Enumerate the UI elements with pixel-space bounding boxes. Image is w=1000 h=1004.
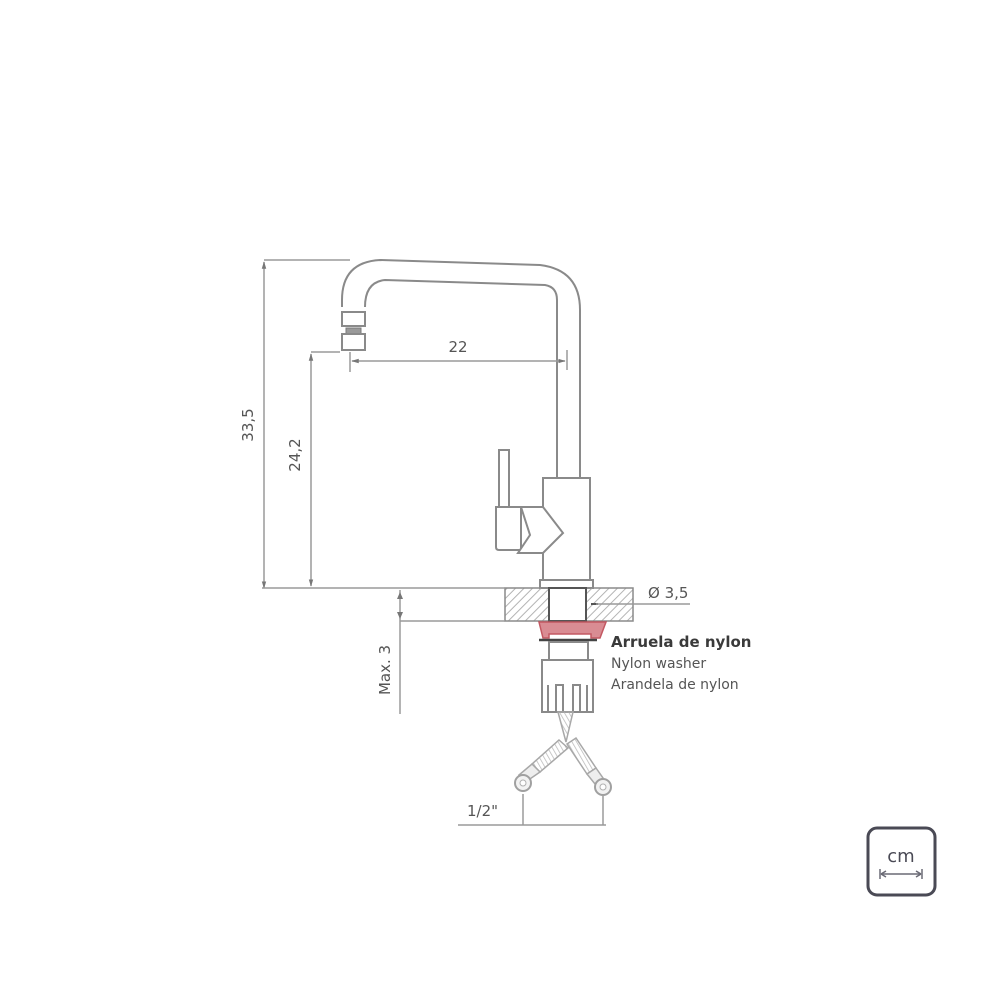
dim-connection: 1/2"	[467, 802, 498, 820]
aerator-tip	[341, 333, 366, 351]
unit-badge: cm	[866, 826, 937, 897]
base-flange	[539, 579, 594, 589]
aerator	[341, 311, 366, 327]
dimension-lines	[261, 259, 690, 826]
dim-max-thickness: Max. 3	[376, 645, 394, 695]
washer-title-pt: Arruela de nylon	[611, 633, 751, 651]
washer-callout: Arruela de nylon Nylon washer Arandela d…	[611, 633, 751, 693]
dim-hole-diameter: Ø 3,5	[648, 584, 688, 602]
dim-spout-height: 24,2	[286, 438, 304, 471]
lever-hub	[495, 506, 522, 551]
spout-outer	[341, 258, 581, 480]
dim-total-height: 33,5	[239, 408, 257, 441]
washer-label-es: Arandela de nylon	[611, 677, 739, 693]
lever-cartridge	[516, 506, 565, 554]
dim-spout-reach: 22	[448, 338, 467, 356]
flex-hoses	[514, 711, 612, 796]
mounting-nut	[541, 641, 594, 713]
spout-inner	[364, 278, 558, 480]
nylon-washer	[538, 621, 608, 642]
lever-stem	[498, 449, 510, 508]
washer-label-en: Nylon washer	[611, 656, 706, 672]
ruler-arrow-icon	[879, 869, 923, 879]
faucet-drawing	[341, 258, 594, 589]
unit-badge-label: cm	[887, 846, 914, 867]
